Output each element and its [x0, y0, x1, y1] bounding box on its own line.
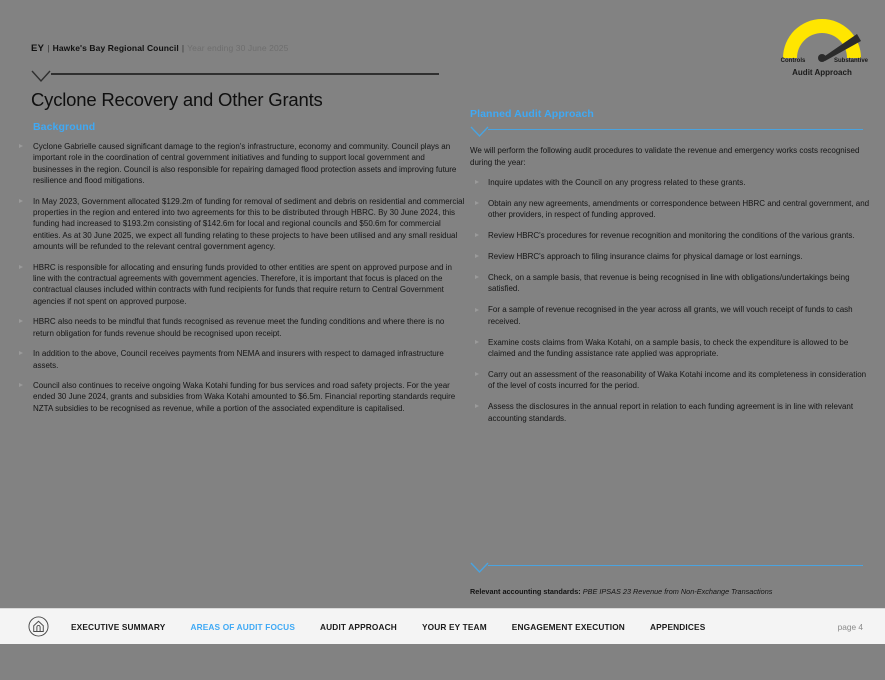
breadcrumb-separator-1: | — [47, 43, 50, 53]
list-item: Cyclone Gabrielle caused significant dam… — [14, 141, 466, 187]
breadcrumb-period: Year ending 30 June 2025 — [187, 43, 289, 53]
list-item: Inquire updates with the Council on any … — [470, 177, 870, 188]
list-item: Assess the disclosures in the annual rep… — [470, 401, 870, 424]
list-item: HBRC also needs to be mindful that funds… — [14, 316, 466, 339]
list-item: Carry out an assessment of the reasonabi… — [470, 369, 870, 392]
list-item: HBRC is responsible for allocating and e… — [14, 262, 466, 308]
header-breadcrumb: EY|Hawke's Bay Regional Council|Year end… — [31, 43, 288, 54]
divider-line — [488, 564, 863, 567]
gauge-right-label: Substantive — [834, 58, 869, 64]
planned-audit-approach-column: Planned Audit Approach We will perform t… — [470, 108, 870, 434]
footer-nav-items: EXECUTIVE SUMMARY AREAS OF AUDIT FOCUS A… — [71, 622, 730, 632]
ey-logo-text: EY — [31, 43, 45, 54]
footer-navigation: EXECUTIVE SUMMARY AREAS OF AUDIT FOCUS A… — [0, 608, 885, 644]
list-item: Check, on a sample basis, that revenue i… — [470, 272, 870, 295]
section-divider — [470, 126, 863, 138]
list-item: Council also continues to receive ongoin… — [14, 380, 466, 414]
nav-item-appendices[interactable]: APPENDICES — [649, 621, 706, 632]
breadcrumb-client: Hawke's Bay Regional Council — [52, 43, 179, 53]
page-number: page 4 — [837, 621, 863, 632]
audit-approach-intro: We will perform the following audit proc… — [470, 146, 860, 167]
relevant-standards-label: Relevant accounting standards: — [470, 587, 581, 596]
list-item: Review HBRC's procedures for revenue rec… — [470, 230, 870, 241]
footnote-divider — [470, 562, 863, 574]
list-item: Examine costs claims from Waka Kotahi, o… — [470, 337, 870, 360]
background-bullet-list: Cyclone Gabrielle caused significant dam… — [14, 141, 466, 414]
gauge-icon: Controls Substantive — [781, 19, 869, 64]
home-icon[interactable] — [28, 616, 49, 637]
relevant-standards: Relevant accounting standards: PBE IPSAS… — [470, 587, 862, 597]
list-item: In May 2023, Government allocated $129.2… — [14, 196, 466, 253]
divider-line — [51, 73, 439, 75]
planned-audit-approach-heading: Planned Audit Approach — [470, 108, 594, 120]
chevron-down-icon — [31, 70, 51, 83]
nav-item-your-ey-team[interactable]: YOUR EY TEAM — [421, 621, 487, 632]
audit-procedures-list: Inquire updates with the Council on any … — [470, 177, 870, 424]
list-item: Review HBRC's approach to filing insuran… — [470, 251, 870, 262]
nav-item-audit-approach[interactable]: AUDIT APPROACH — [320, 621, 397, 632]
nav-item-areas-of-audit-focus[interactable]: AREAS OF AUDIT FOCUS — [190, 621, 296, 632]
title-divider — [31, 70, 439, 84]
list-item: For a sample of revenue recognised in th… — [470, 304, 870, 327]
list-item: Obtain any new agreements, amendments or… — [470, 198, 870, 221]
list-item: In addition to the above, Council receiv… — [14, 348, 466, 371]
chevron-down-icon — [470, 562, 489, 574]
gauge-caption: Audit Approach — [792, 68, 852, 77]
background-column: Cyclone Gabrielle caused significant dam… — [14, 141, 466, 423]
breadcrumb-separator-2: | — [181, 43, 185, 53]
page-title: Cyclone Recovery and Other Grants — [31, 89, 323, 110]
nav-item-engagement-execution[interactable]: ENGAGEMENT EXECUTION — [511, 621, 625, 632]
divider-line — [488, 128, 863, 131]
gauge-left-label: Controls — [781, 58, 806, 64]
relevant-standards-value: PBE IPSAS 23 Revenue from Non-Exchange T… — [582, 587, 773, 596]
audit-approach-gauge: Controls Substantive Audit Approach — [771, 10, 873, 77]
chevron-down-icon — [470, 126, 489, 138]
background-heading: Background — [33, 121, 96, 133]
nav-item-executive-summary[interactable]: EXECUTIVE SUMMARY — [71, 621, 166, 632]
